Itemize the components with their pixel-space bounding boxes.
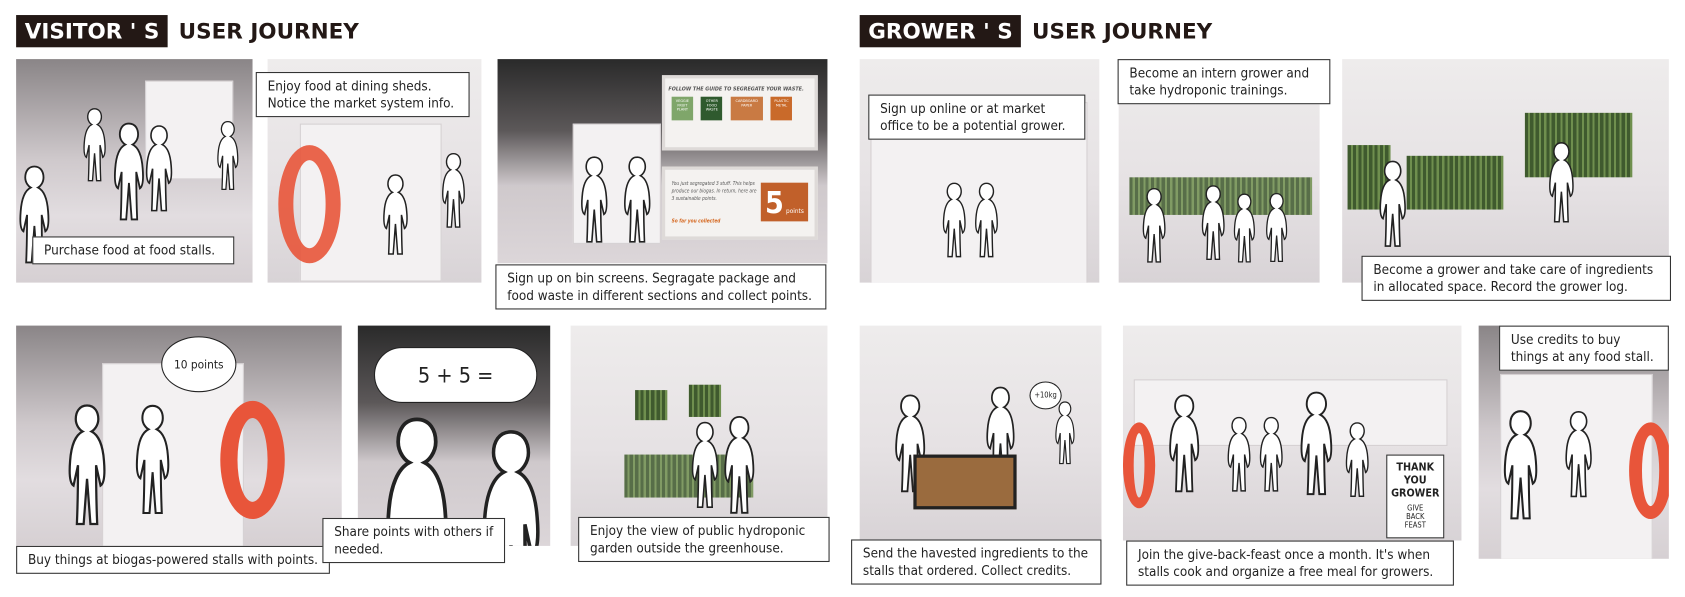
bin-screen-points: You just segregated 3 stuff. This helps … (661, 166, 818, 240)
hydroponic-wall (688, 384, 722, 417)
person-figure (1053, 401, 1077, 465)
grower-step-2-caption: Become an intern grower and take hydropo… (1117, 59, 1331, 105)
bin-category-plastic: PLASTIC METAL (770, 96, 793, 121)
person-figure (1297, 379, 1336, 508)
person-figure (940, 177, 968, 263)
bin-screen-guide: FOLLOW THE GUIDE TO SEGREGATE YOUR WASTE… (661, 75, 818, 151)
visitor-title-tag: VISITOR ' S (16, 15, 168, 48)
person-figure (689, 412, 721, 519)
visitor-step-4-photo: 10 points (16, 325, 342, 546)
points-value: 5 (765, 184, 784, 220)
visitor-step-6-caption: Enjoy the view of public hydroponic gard… (578, 516, 830, 563)
person-figure (1264, 186, 1290, 270)
bin-collected-label: So far you collected (671, 219, 721, 225)
person-figure (132, 385, 173, 535)
person-figure (1231, 188, 1257, 269)
bin-category-cardboard: CARDBOARD PAPER (730, 96, 763, 121)
points-badge: 5 points (760, 182, 809, 222)
person-figure (1546, 140, 1576, 226)
bin-category-veggie: VEGGIE FRUIT PLANT (671, 96, 694, 121)
person-figure (215, 113, 241, 199)
person-figure (111, 113, 148, 231)
visitor-step-2-caption: Enjoy food at dining sheds. Notice the m… (255, 71, 470, 118)
biogas-ring (278, 145, 341, 264)
person-figure (1562, 395, 1594, 513)
biogas-ring (1122, 422, 1156, 509)
grower-step-6-caption: Use credits to buy things at any food st… (1499, 325, 1669, 371)
thank-you-sign: THANK YOU GROWER GIVE BACK FEAST (1386, 454, 1445, 539)
grower-title-rest: USER JOURNEY (1032, 18, 1213, 45)
person-figure (64, 385, 109, 546)
grower-step-5-caption: Join the give-back-feast once a month. I… (1126, 540, 1454, 586)
visitor-step-6-photo (570, 325, 828, 546)
visitor-step-5-caption: Share points with others if needed. (322, 517, 506, 564)
share-points-bubble: 5 + 5 = (373, 347, 538, 403)
visitor-step-3-photo: FOLLOW THE GUIDE TO SEGREGATE YOUR WASTE… (497, 59, 828, 264)
grower-step-3-caption: Become a grower and take care of ingredi… (1361, 255, 1672, 301)
person-figure (1166, 379, 1203, 508)
points-thought-bubble: 10 points (161, 336, 237, 393)
sign-subtitle: GIVE BACK FEAST (1404, 503, 1426, 530)
grower-title-tag: GROWER ' S (859, 15, 1022, 48)
biogas-ring (220, 400, 285, 520)
person-figure (578, 150, 610, 249)
person-figure (1225, 412, 1253, 498)
hydroponic-wall (635, 390, 668, 421)
person-figure (440, 150, 468, 231)
hydroponic-rack (1524, 112, 1633, 178)
person-figure (1199, 177, 1227, 268)
hydroponic-rack (1406, 155, 1504, 210)
weight-bubble: +10kg (1029, 381, 1062, 410)
points-unit: points (786, 207, 804, 215)
grower-step-1-photo (859, 59, 1100, 283)
person-figure (1343, 417, 1371, 503)
person-figure (1377, 150, 1409, 257)
visitor-title-rest: USER JOURNEY (178, 18, 359, 45)
person-figure (721, 406, 758, 524)
grower-step-5-photo: THANK YOU GROWER GIVE BACK FEAST (1122, 325, 1462, 541)
person-figure (143, 115, 175, 222)
visitor-step-3-caption: Sign up on bin screens. Segragate packag… (495, 264, 827, 310)
bin-message: You just segregated 3 stuff. This helps … (671, 181, 757, 203)
visitor-step-4-caption: Buy things at biogas-powered stalls with… (16, 545, 330, 574)
person-figure (621, 150, 653, 249)
person-figure (1500, 395, 1541, 535)
person-figure (1257, 412, 1285, 498)
grower-step-4-photo: +10kg (859, 325, 1102, 541)
person-figure (81, 107, 109, 182)
grower-step-4-caption: Send the havested ingredients to the sta… (851, 539, 1102, 585)
person-figure (1140, 183, 1168, 269)
person-figure (380, 172, 410, 258)
bin-category-food-waste: OTHER FOOD WASTE (701, 96, 723, 121)
biogas-ring (1629, 422, 1669, 520)
visitor-step-5-photo: 5 + 5 = (357, 325, 551, 546)
visitor-journey-title: VISITOR ' S USER JOURNEY (16, 15, 359, 48)
grower-step-3-photo (1342, 59, 1669, 283)
grower-journey-title: GROWER ' S USER JOURNEY (859, 15, 1213, 48)
bin-guide-text: FOLLOW THE GUIDE TO SEGREGATE YOUR WASTE… (668, 85, 804, 93)
sign-title: THANK YOU GROWER (1391, 462, 1440, 500)
ingredient-crate-cart (913, 454, 1017, 510)
grower-step-1-caption: Sign up online or at market office to be… (868, 94, 1086, 140)
visitor-step-1-caption: Purchase food at food stalls. (32, 236, 235, 265)
person-figure (973, 177, 1001, 263)
